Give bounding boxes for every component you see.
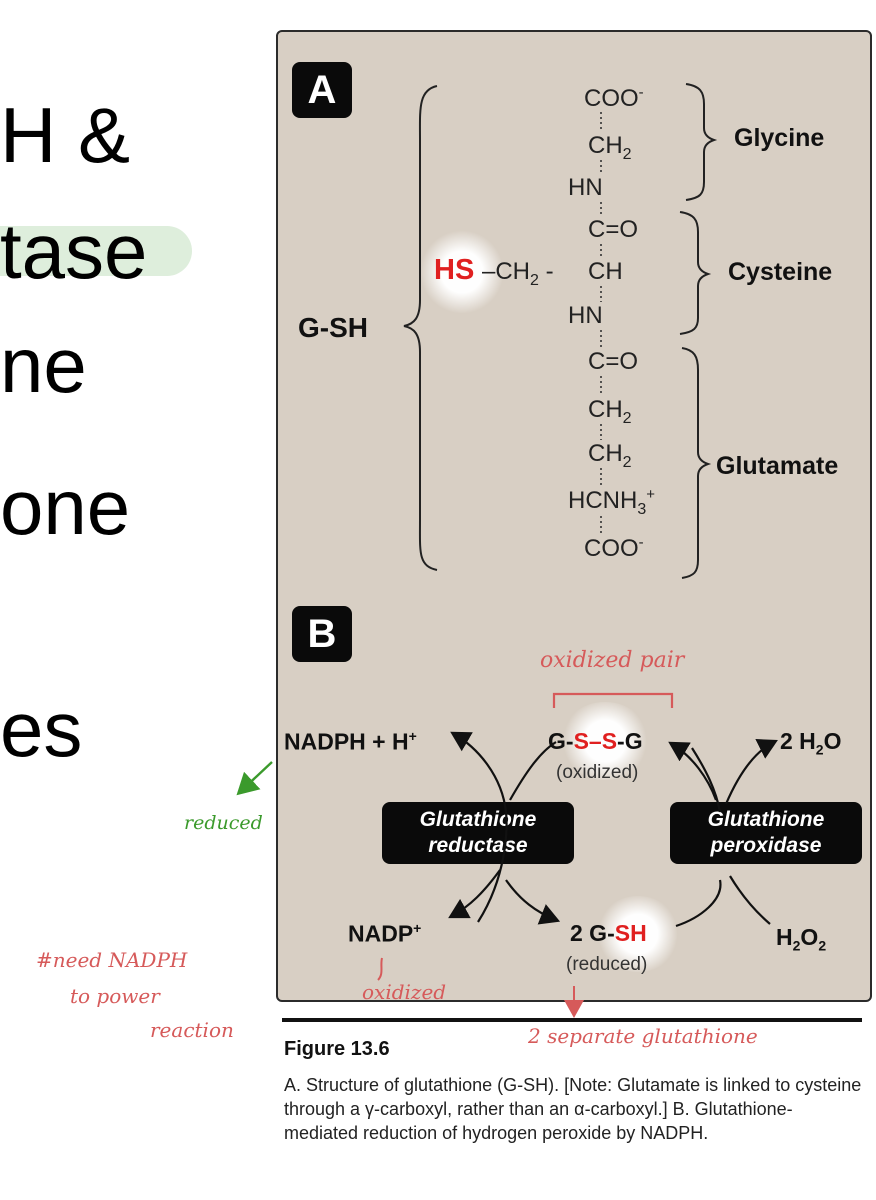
arrow-to-gssg [668, 741, 718, 801]
hs-glow [420, 230, 504, 314]
ch2-glutamate-2: CH2 [588, 440, 632, 471]
nadph-label: NADPH + H+ [284, 728, 417, 755]
oxidized-tick [377, 957, 383, 981]
gssg-label: G-S–S-G [548, 728, 643, 754]
nadp-label: NADP+ [348, 920, 422, 947]
hn-glycine: HN [568, 174, 603, 201]
residue-cysteine: Cysteine [728, 258, 833, 286]
h2o2-label: H2O2 [776, 924, 827, 954]
carbonyl-glutamate: C=O [588, 348, 639, 375]
note-need-nadph-3: reaction [150, 1018, 234, 1042]
from-gssg-curve [509, 741, 557, 801]
arrow-to-nadph [450, 731, 508, 813]
figure-caption: A. Structure of glutathione (G-SH). [Not… [284, 1075, 862, 1143]
reduced-green-arrow [236, 761, 273, 796]
gssg-glow [560, 702, 650, 780]
panel-a-badge: A [292, 62, 352, 118]
from-h2o2-curve [729, 875, 771, 925]
hcnh3-group: HCNH3+ [568, 486, 655, 518]
reduced-caption: (reduced) [566, 954, 648, 975]
hs-group: HS [434, 254, 475, 286]
figure-title: Figure 13.6 [284, 1038, 390, 1060]
gsh-glow [596, 896, 680, 972]
slide-text-fragment-4: one [0, 463, 131, 551]
arrow-to-nadp [448, 869, 501, 919]
side-chain-ch2: –CH2 - [482, 258, 554, 289]
cysteine-brace [679, 211, 712, 335]
slide-text-fragment-5: es [0, 685, 83, 773]
water-label: 2 H2O [780, 728, 842, 758]
arrow-to-gsh [505, 879, 561, 925]
hn-cysteine: HN [568, 302, 603, 329]
oxidized-caption: (oxidized) [556, 762, 639, 783]
note-need-nadph-2: to power [70, 984, 160, 1008]
glutamate-brace [681, 347, 712, 579]
residue-glutamate: Glutamate [716, 452, 839, 480]
note-separate-glutathione: 2 separate glutathione [528, 1024, 758, 1048]
note-reduced: reduced [184, 812, 263, 834]
panel-b-badge: B [292, 606, 352, 662]
ch-cysteine: CH [588, 258, 623, 285]
caption-divider [282, 1018, 862, 1022]
slide-text-fragment-1: H & [0, 91, 131, 179]
slide-text-fragment-3: ne [0, 321, 87, 409]
coo-bottom: COO- [584, 534, 644, 562]
peroxidase-curve-bottom [675, 879, 722, 928]
slide-text-fragment-2: tase [0, 207, 148, 295]
ch2-glutamate-1: CH2 [588, 396, 632, 427]
note-oxidized: oxidized [362, 980, 447, 1004]
note-need-nadph-1: #need NADPH [36, 948, 188, 972]
gsh-label: G-SH [298, 312, 368, 343]
coo-top: COO- [584, 84, 644, 112]
residue-glycine: Glycine [734, 124, 825, 152]
text-highlight [0, 226, 192, 276]
oxidized-pair-bracket [552, 692, 674, 708]
glycine-brace [685, 83, 718, 201]
gsh-reduced-label: 2 G-SH [570, 920, 647, 946]
arrow-to-water [724, 739, 778, 805]
reductase-curve-a [477, 811, 508, 923]
gsh-brace [403, 85, 438, 571]
peroxidase-curve-top [691, 747, 722, 813]
carbonyl-cysteine: C=O [588, 216, 639, 243]
ch2-glycine: CH2 [588, 132, 632, 163]
note-oxidized-pair: oxidized pair [540, 648, 685, 673]
